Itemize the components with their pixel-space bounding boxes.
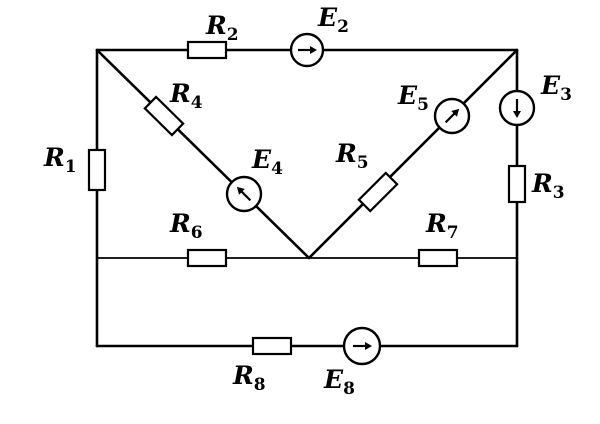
label-e8: E8 [323,365,355,399]
wire-v-right [307,48,519,260]
sources [225,32,536,366]
resistor-r8 [251,336,293,356]
label-r1: R1 [43,143,77,177]
label-r3: R3 [531,169,565,203]
label-e4: E4 [251,145,283,179]
resistor-r6 [186,248,228,268]
label-r2: R2 [205,11,239,45]
wire-v-left [95,48,311,260]
source-e3 [498,89,536,127]
source-e5 [433,97,471,135]
label-e5: E5 [397,81,429,115]
label-r5: R5 [335,139,369,173]
labels: R2 E2 R4 E5 E3 R1 E4 R5 R3 R6 R7 [43,3,572,399]
label-r8: R8 [232,361,266,395]
resistor-r4 [143,95,185,137]
resistor-r2 [186,40,228,60]
resistors [87,40,527,356]
label-r6: R6 [169,209,203,243]
label-e2: E2 [317,3,349,37]
wires [95,48,519,348]
resistor-r1 [87,148,107,192]
source-e2 [289,32,325,68]
label-e3: E3 [540,71,572,105]
resistor-r7 [417,248,459,268]
source-e8 [342,326,382,366]
resistor-r5 [357,171,399,213]
resistor-r3 [507,164,527,204]
source-e4 [225,175,263,213]
label-r7: R7 [425,209,459,243]
label-r4: R4 [169,79,203,113]
